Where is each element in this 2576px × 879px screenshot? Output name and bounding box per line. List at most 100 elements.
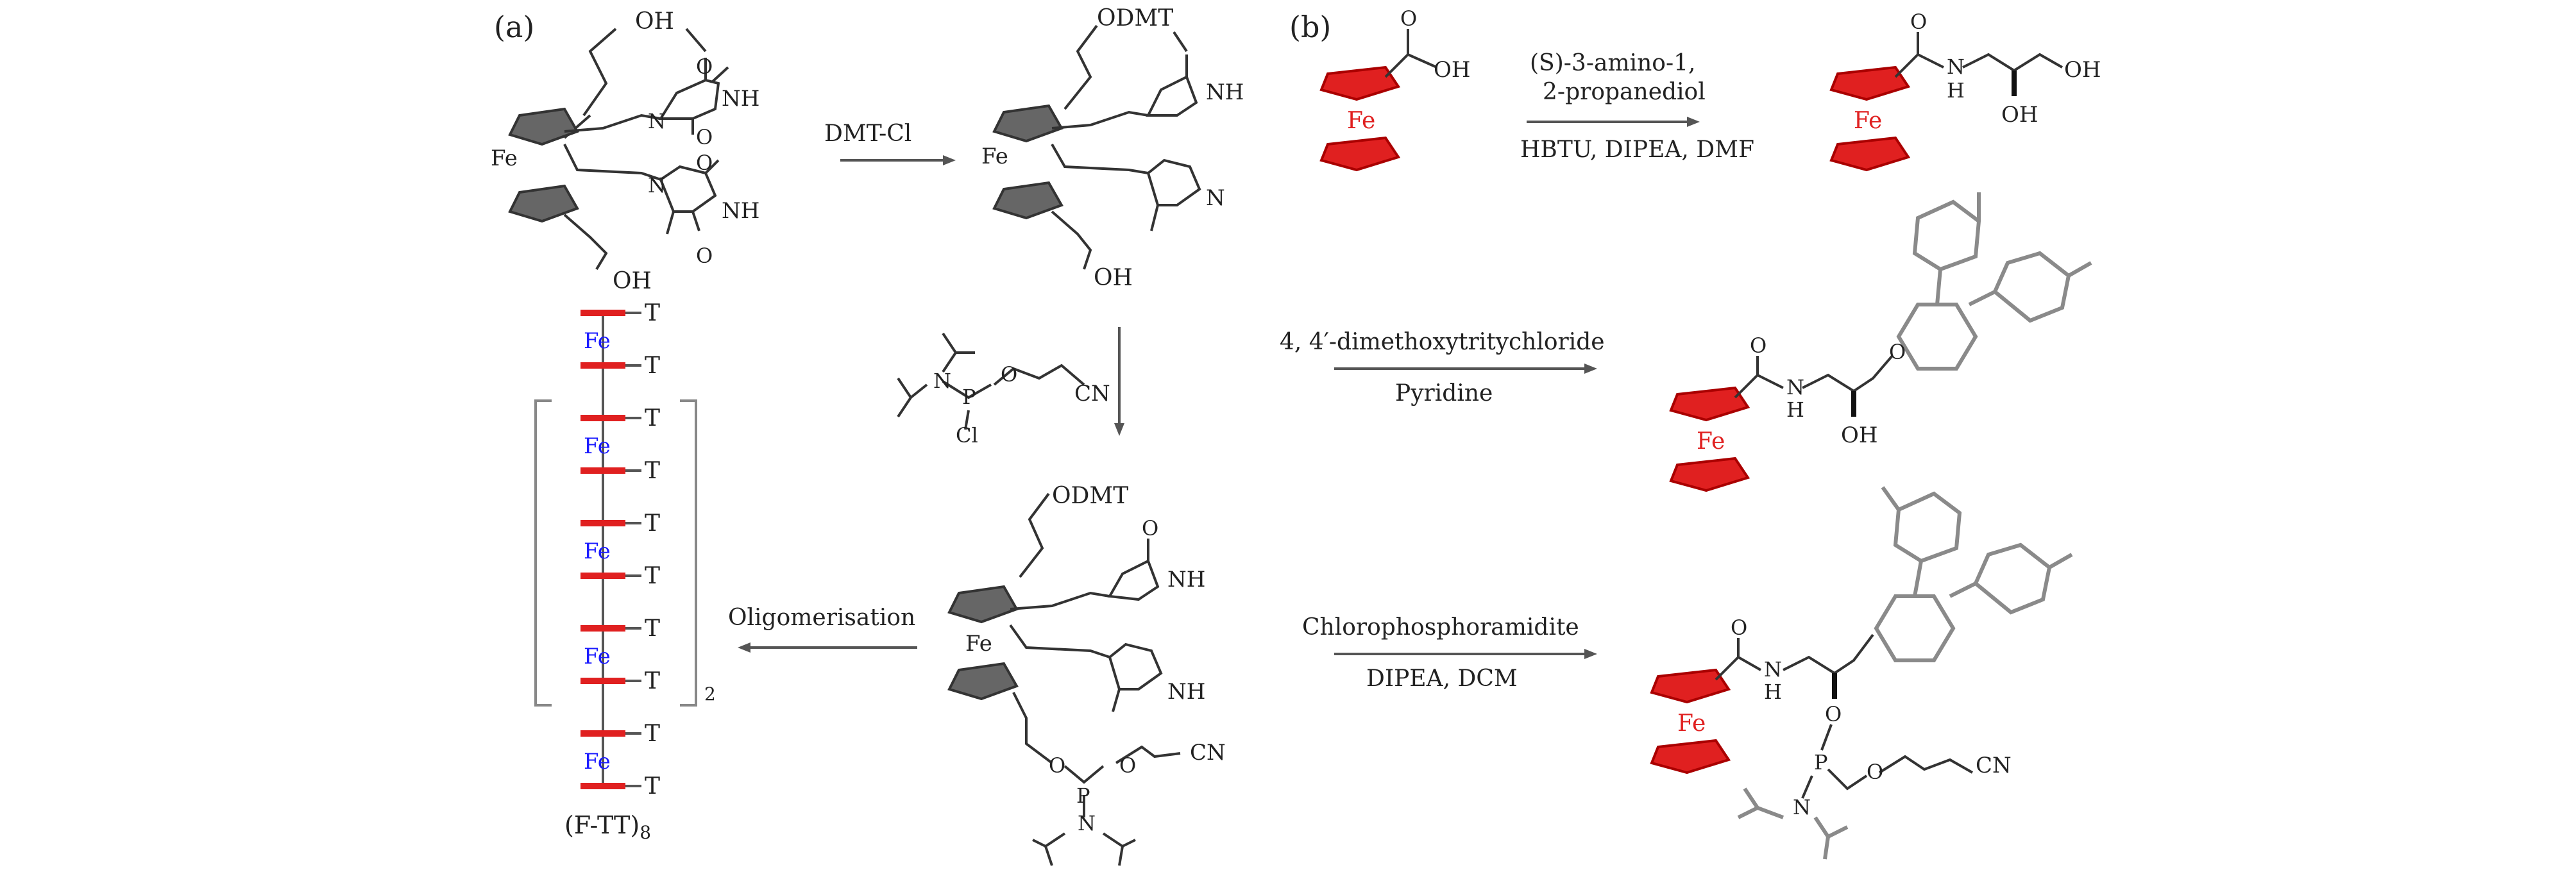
- reagent-cn: CN: [1074, 381, 1110, 406]
- reagent-dmt-chloride: 4, 4′-dimethoxytritychloride: [1280, 329, 1605, 355]
- prod1-o: O: [1910, 10, 1927, 34]
- reagent-n: N: [933, 369, 951, 393]
- arrow-phosphitylation-head: [1114, 423, 1124, 436]
- prod3-p: P: [1814, 750, 1828, 774]
- ladder-t-label: T: [645, 510, 660, 537]
- phosphoramidite-p: P: [1076, 783, 1090, 808]
- dmt-product-nn: N: [1206, 185, 1225, 211]
- monomer-o2: O: [696, 125, 713, 149]
- dmt-ferrocene-amide: [1669, 192, 2092, 492]
- prod1-h: H: [1947, 78, 1965, 103]
- ladder-fe-label: Fe: [584, 644, 611, 669]
- ladder-t-label: T: [645, 563, 660, 589]
- monomer-oh-bottom: OH: [613, 268, 652, 294]
- dmt-product-nh: NH: [1206, 80, 1244, 105]
- sm-fe: Fe: [1347, 108, 1375, 134]
- prod3-h: H: [1764, 680, 1782, 704]
- monomer-fe: Fe: [491, 146, 518, 171]
- phosphoramidite-nh-top: NH: [1167, 567, 1205, 592]
- ladder-t-label: T: [645, 458, 660, 484]
- prod3-o: O: [1731, 615, 1747, 640]
- prod3-n-amine: N: [1793, 795, 1811, 819]
- dmt-product-oh: OH: [1094, 265, 1133, 291]
- arrow-amidation-head: [1687, 117, 1700, 127]
- monomer-o4: O: [696, 244, 713, 268]
- dmt-protected-monomer: [992, 24, 1201, 270]
- ladder-fe-label: Fe: [584, 539, 611, 564]
- monomer-o3: O: [696, 151, 713, 175]
- sm-oh: OH: [1434, 57, 1471, 83]
- phosphoramidite-nh-bottom: NH: [1167, 679, 1205, 705]
- ferrocene-amide-diol: [1829, 32, 2063, 172]
- prod2-fe: Fe: [1697, 428, 1725, 455]
- prod2-h: H: [1786, 398, 1804, 422]
- monomer-nh-top: NH: [722, 86, 759, 112]
- monomer-nh-bottom: NH: [722, 198, 759, 224]
- panel-b-label: (b): [1289, 10, 1331, 44]
- phosphoramidite-o3: O: [1119, 753, 1136, 778]
- prod3-o-p: O: [1825, 702, 1842, 726]
- prod1-oh2: OH: [2001, 102, 2038, 128]
- prod3-cn: CN: [1976, 753, 2012, 778]
- reagent-amino-propanediol-1: (S)-3-amino-1,: [1530, 50, 1695, 76]
- monomer-oh-top: OH: [635, 8, 674, 35]
- prod1-n: N: [1947, 54, 1965, 79]
- prod2-o-ether: O: [1889, 340, 1906, 364]
- prod1-oh1: OH: [2064, 57, 2101, 83]
- prod3-n: N: [1764, 657, 1782, 682]
- bracket-right: [680, 399, 697, 707]
- dmt-product-fe: Fe: [981, 144, 1008, 169]
- conditions-pyridine: Pyridine: [1395, 380, 1493, 406]
- dmt-product-odmt: ODMT: [1097, 5, 1173, 31]
- bracket-left: [534, 399, 552, 707]
- bracket-subscript: 2: [704, 683, 716, 705]
- reagent-dmt-cl: DMT-Cl: [824, 121, 911, 147]
- ladder-t-label: T: [645, 405, 660, 431]
- phosphoramidite-o2: O: [1049, 753, 1065, 778]
- arrow-oligomerisation-head: [738, 642, 750, 653]
- ladder-t-label: T: [645, 300, 660, 326]
- phosphoramidite-o1: O: [1142, 516, 1158, 540]
- phosphoramidite-fe: Fe: [965, 631, 992, 657]
- reagent-chlorophosphoramidite: Chlorophosphoramidite: [1302, 614, 1579, 640]
- phosphitylating-reagent-structure: [897, 332, 1085, 430]
- ferrocene-phosphoramidite: [1650, 486, 2073, 860]
- prod1-fe: Fe: [1854, 108, 1882, 134]
- phosphoramidite-odmt: ODMT: [1052, 483, 1128, 509]
- arrow-dmt-protection-head: [1584, 364, 1597, 374]
- conditions-hbtu: HBTU, DIPEA, DMF: [1520, 137, 1754, 163]
- sm-o: O: [1400, 6, 1417, 31]
- reagent-p: P: [962, 385, 976, 409]
- ladder-t-label: T: [645, 773, 660, 799]
- arrow-phosphitylation-b-head: [1584, 649, 1597, 659]
- ladder-fe-label: Fe: [584, 749, 611, 774]
- oligomer-name: (F-TT)8: [564, 811, 651, 843]
- reagent-amino-propanediol-2: 2-propanediol: [1543, 79, 1706, 105]
- phosphoramidite-cn: CN: [1190, 740, 1226, 766]
- prod2-n: N: [1786, 375, 1804, 399]
- ladder-t-label: T: [645, 615, 660, 642]
- arrow-dmt-cl-head: [943, 155, 956, 165]
- monomer-o1: O: [696, 54, 713, 79]
- panel-a-label: (a): [494, 10, 534, 44]
- prod2-oh: OH: [1841, 423, 1878, 448]
- ladder-t-label: T: [645, 353, 660, 379]
- ferrocene-carboxylic-acid: [1319, 29, 1437, 172]
- reagent-o: O: [1001, 362, 1017, 387]
- ferrocene-thymidine-monomer: [508, 28, 729, 271]
- phosphoramidite-monomer: [947, 492, 1181, 866]
- prod3-fe: Fe: [1677, 710, 1706, 737]
- prod3-o-cyano: O: [1867, 760, 1883, 784]
- prod2-o: O: [1750, 333, 1767, 358]
- monomer-n-bottom: N: [648, 173, 666, 197]
- reagent-cl: Cl: [956, 423, 978, 448]
- ladder-t-label: T: [645, 721, 660, 747]
- ladder-fe-label: Fe: [584, 433, 611, 459]
- conditions-dipea-dcm: DIPEA, DCM: [1366, 666, 1518, 692]
- ladder-t-label: T: [645, 668, 660, 694]
- ladder-fe-label: Fe: [584, 328, 611, 354]
- monomer-n-top: N: [648, 109, 666, 133]
- label-oligomerisation: Oligomerisation: [728, 605, 915, 631]
